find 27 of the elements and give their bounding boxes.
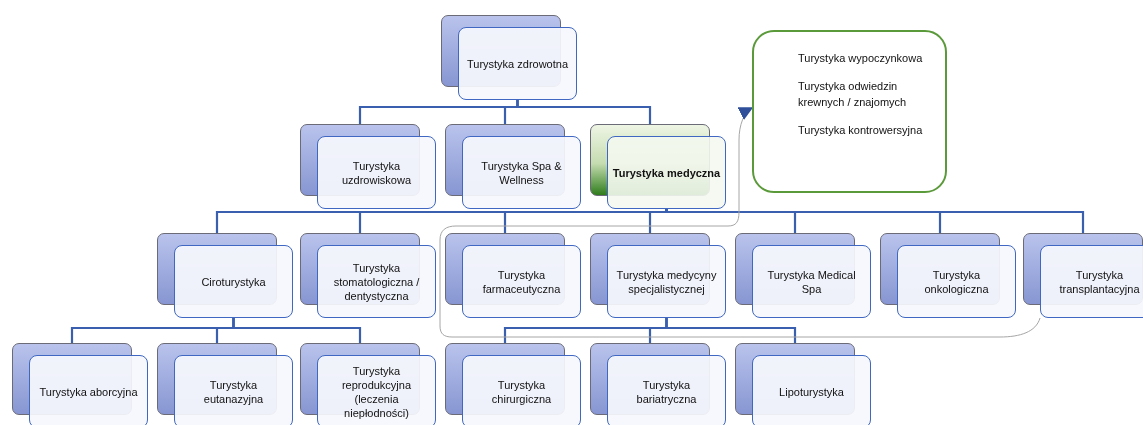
node-label: Turystyka bariatryczna — [635, 377, 698, 406]
node-label: Turystyka eutanazyjna — [202, 377, 265, 406]
connector-line — [665, 318, 797, 343]
list-item: Turystyka odwiedzin krewnych / znajomych — [798, 79, 908, 110]
node-label: Turystyka transplantacyjna — [1058, 267, 1141, 296]
list-item: Turystyka kontrowersyjna — [798, 123, 924, 138]
node-label: Turystyka Spa & Wellness — [480, 158, 563, 187]
node-label: Turystyka medyczna — [612, 165, 721, 180]
callout-box — [752, 30, 947, 193]
node-label: Turystyka medycyny specjalistycznej — [615, 267, 718, 296]
connector-line — [665, 208, 1085, 233]
node-label: Turystyka aborcyjna — [39, 384, 138, 399]
list-item: Turystyka wypoczynkowa — [798, 51, 924, 66]
node-label: Lipoturystyka — [779, 384, 844, 399]
connector-line — [516, 100, 652, 124]
node-label: Turystyka farmaceutyczna — [481, 267, 562, 296]
connector-line — [648, 209, 668, 233]
node-label: Turystyka uzdrowiskowa — [340, 158, 413, 187]
node-label: Turystyka onkologiczna — [923, 267, 990, 296]
curved-arrow — [439, 107, 1041, 338]
node-label: Ciroturystyka — [201, 274, 266, 289]
node-label: Turystyka chirurgiczna — [490, 377, 553, 406]
node-label: Turystyka reprodukcyjna (leczenia niepłodności) — [340, 363, 413, 420]
node-label: Turystyka Medical Spa — [766, 267, 857, 296]
connector-line — [232, 318, 362, 343]
node-label: Turystyka stomatologiczna / dentystyczna — [332, 260, 421, 303]
node-label: Turystyka zdrowotna — [466, 56, 569, 71]
